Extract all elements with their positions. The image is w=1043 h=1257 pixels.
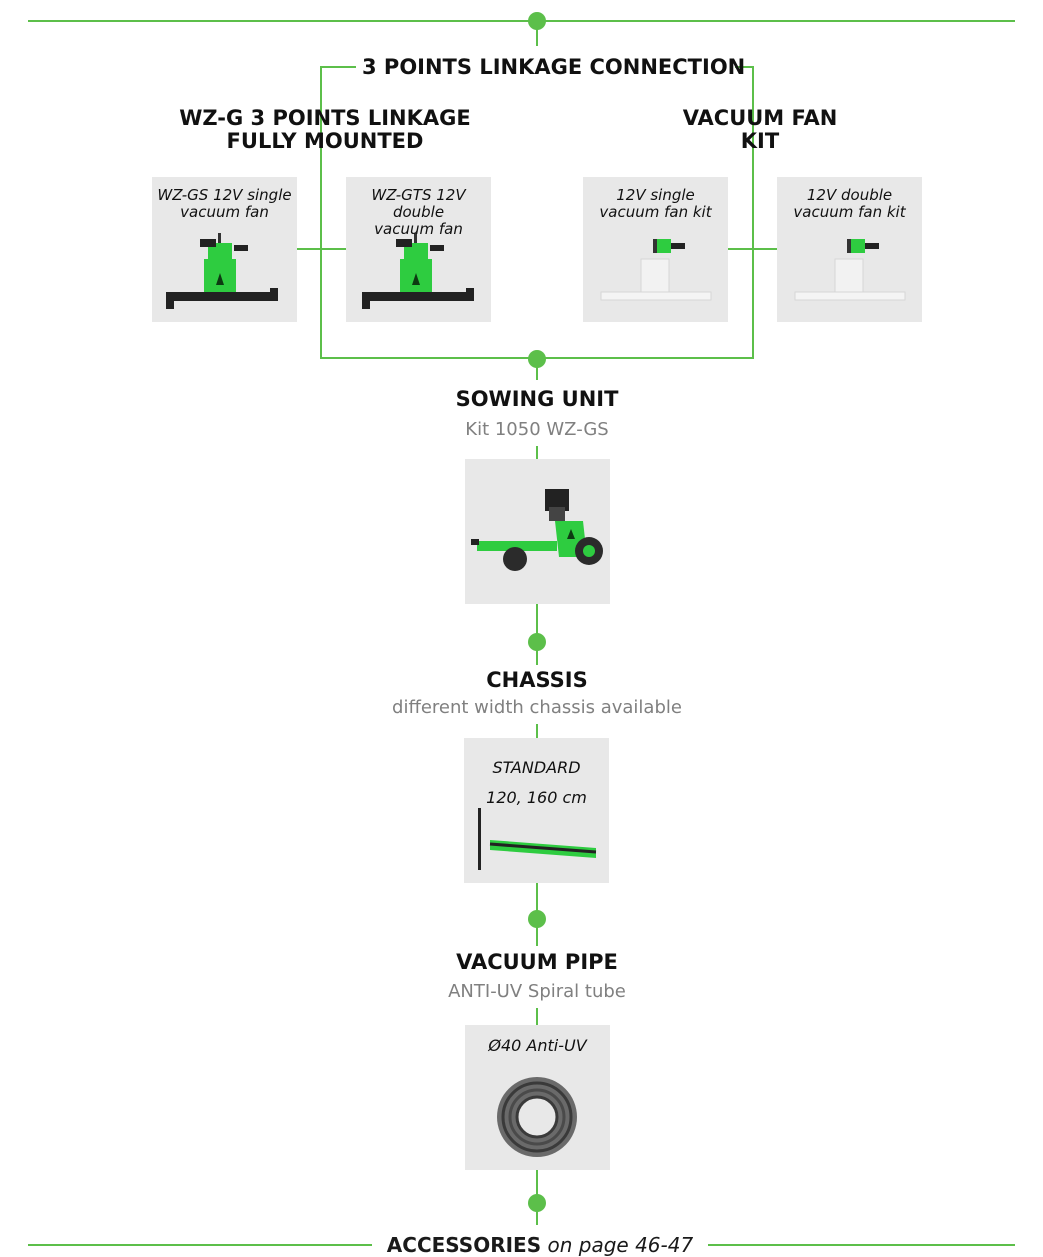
- node-top: [528, 12, 546, 30]
- node-chassis: [528, 633, 546, 651]
- node-accessories: [528, 1194, 546, 1212]
- right-group-title-line1: VACUUM FAN: [620, 107, 900, 130]
- left-group-title-line1: WZ-G 3 POINTS LINKAGE: [155, 107, 495, 130]
- card-line2: vacuum fan kit: [583, 204, 728, 221]
- sowing-unit-title: SOWING UNIT: [387, 388, 687, 411]
- chassis-card[interactable]: STANDARD 120, 160 cm: [464, 738, 609, 883]
- card-line2: vacuum fan: [346, 221, 491, 238]
- product-card-single-kit[interactable]: 12V single vacuum fan kit: [583, 177, 728, 322]
- card-line2: vacuum fan: [152, 204, 297, 221]
- node-vacuum-pipe: [528, 910, 546, 928]
- product-card-wz-gs[interactable]: WZ-GS 12V single vacuum fan: [152, 177, 297, 322]
- left-group-title-line2: FULLY MOUNTED: [155, 130, 495, 153]
- node-linkage-join: [528, 350, 546, 368]
- chassis-card-line1: STANDARD: [464, 753, 609, 783]
- sowing-unit-subtitle: Kit 1050 WZ-GS: [387, 419, 687, 440]
- product-card-double-kit[interactable]: 12V double vacuum fan kit: [777, 177, 922, 322]
- linkage-connection-label: 3 POINTS LINKAGE CONNECTION: [362, 56, 728, 79]
- chassis-card-line2: 120, 160 cm: [464, 783, 609, 813]
- card-line1: WZ-GS 12V single: [152, 187, 297, 204]
- right-group-title: VACUUM FAN KIT: [620, 107, 900, 153]
- right-group-title-line2: KIT: [620, 130, 900, 153]
- card-line1: 12V double: [777, 187, 922, 204]
- vacuum-pipe-subtitle: ANTI-UV Spiral tube: [387, 981, 687, 1002]
- card-line1: WZ-GTS 12V double: [346, 187, 491, 221]
- vacuum-pipe-card-line1: Ø40 Anti-UV: [465, 1037, 610, 1054]
- chassis-title: CHASSIS: [387, 669, 687, 692]
- vacuum-pipe-card[interactable]: Ø40 Anti-UV: [465, 1025, 610, 1170]
- accessories-link[interactable]: ACCESSORIES on page 46-47: [372, 1233, 708, 1257]
- accessories-label: ACCESSORIES: [387, 1233, 541, 1257]
- sowing-unit-icon: [465, 459, 610, 604]
- product-card-wz-gts[interactable]: WZ-GTS 12V double vacuum fan: [346, 177, 491, 322]
- sowing-unit-card[interactable]: [465, 459, 610, 604]
- vacuum-pipe-title: VACUUM PIPE: [387, 951, 687, 974]
- chassis-subtitle: different width chassis available: [337, 697, 737, 718]
- accessories-page-ref: on page 46-47: [547, 1233, 693, 1257]
- card-line1: 12V single: [583, 187, 728, 204]
- card-line2: vacuum fan kit: [777, 204, 922, 221]
- left-group-title: WZ-G 3 POINTS LINKAGE FULLY MOUNTED: [155, 107, 495, 153]
